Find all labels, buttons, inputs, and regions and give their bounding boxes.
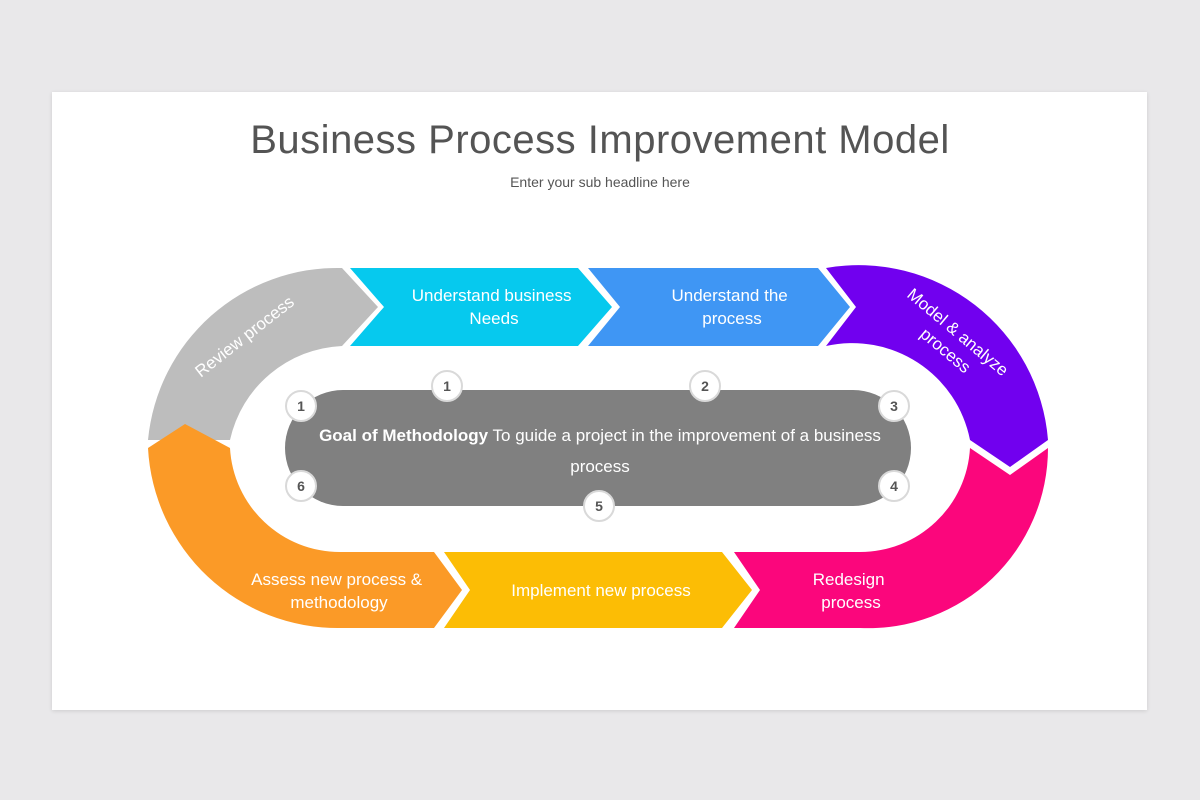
badge-4: 4 [878,470,910,502]
badge-6: 6 [285,470,317,502]
label-understand-business-needs: Understand business Needs [412,286,576,328]
goal-text: To guide a project in the improvement of… [492,426,881,476]
goal-statement: Goal of Methodology To guide a project i… [290,420,910,482]
badge-1-top-number: 1 [443,378,451,394]
label-implement-new-process: Implement new process [511,581,691,600]
badge-1-left-number: 1 [297,398,305,414]
badge-6-number: 6 [297,478,305,494]
badge-5: 5 [583,490,615,522]
label-redesign-line-1: Redesign [813,570,885,589]
page-subtitle: Enter your sub headline here [510,174,690,190]
label-understand-needs-line-1: Understand business [412,286,572,305]
segment-redesign-process [734,448,1049,629]
label-understand-needs-line-2: Needs [469,309,518,328]
label-assess-new-process: Assess new process & methodology [251,570,427,612]
label-understand-process-line-2: process [702,309,762,328]
badge-3: 3 [878,390,910,422]
badge-3-number: 3 [890,398,898,414]
segment-assess-new-process [148,424,462,629]
label-understand-the-process: Understand the process [672,286,793,328]
badge-1-top: 1 [431,370,463,402]
label-assess-line-2: methodology [290,593,388,612]
label-redesign-line-2: process [821,593,881,612]
badge-2-number: 2 [701,378,709,394]
center-panel [285,390,911,506]
label-understand-process-line-1: Understand the [672,286,788,305]
badge-4-number: 4 [890,478,898,494]
segment-implement-new-process [444,552,752,628]
segment-understand-the-process [588,268,850,346]
label-implement-line-1: Implement new process [511,581,691,600]
label-redesign-process: Redesign process [813,570,890,612]
badge-5-number: 5 [595,498,603,514]
segment-review-process [148,267,378,440]
badge-1-left: 1 [285,390,317,422]
segment-model-analyze-process [826,265,1048,467]
segment-understand-business-needs [350,268,612,346]
badge-2: 2 [689,370,721,402]
label-assess-line-1: Assess new process & [251,570,423,589]
goal-label: Goal of Methodology [319,426,489,445]
page-title: Business Process Improvement Model [250,118,950,162]
